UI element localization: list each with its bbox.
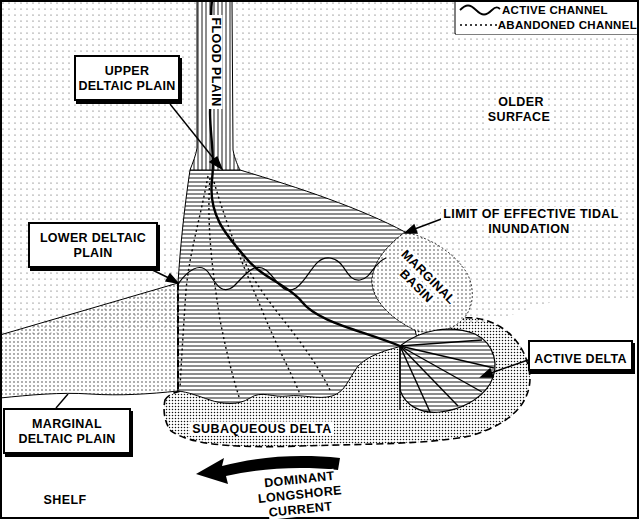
abandoned-channels: [180, 176, 330, 400]
callout-box: UPPER DELTAIC PLAIN: [74, 55, 180, 101]
active-channel: [210, 0, 400, 346]
leader-line: [56, 394, 68, 408]
region-label: SUBAQUEOUS DELTA: [177, 422, 347, 437]
distributary: [400, 346, 482, 392]
active-delta-ground: [400, 329, 495, 412]
label-text: SUBAQUEOUS DELTA: [190, 422, 333, 436]
callout-text: UPPER DELTAIC PLAIN: [76, 64, 178, 94]
legend-sample: [456, 19, 498, 31]
distributary: [400, 346, 494, 368]
leader-line: [488, 360, 528, 374]
leader-line: [170, 104, 218, 164]
active-delta-area: [400, 329, 495, 412]
distributary: [399, 346, 400, 410]
legend-ground: [456, 0, 639, 34]
label-text: OLDER SURFACE: [488, 95, 553, 124]
arrowhead: [481, 369, 493, 377]
legend-text: ACTIVE CHANNEL: [502, 4, 608, 16]
callout-box: LOWER DELTAIC PLAIN: [28, 222, 158, 268]
legend-row: ACTIVE CHANNEL: [456, 2, 637, 17]
callout-box: MARGINAL DELTAIC PLAIN: [3, 408, 131, 454]
flood-plain-ground: [190, 0, 240, 170]
active-channel-sample: [460, 5, 500, 14]
label-text: SHELF: [42, 493, 89, 507]
region-label: FLOOD PLAIN: [208, 7, 223, 117]
callout-text: ACTIVE DELTA: [534, 352, 627, 367]
label-text: LIMIT OF EFFECTIVE TIDAL INUNDATION: [441, 207, 619, 236]
flood-plain-area: [190, 0, 240, 170]
marginal-basin-ground: [372, 232, 472, 332]
distributary: [400, 340, 482, 346]
callout-text: LOWER DELTAIC PLAIN: [30, 231, 156, 261]
abandoned-channel: [240, 250, 330, 390]
boundary-label: LIMIT OF EFFECTIVE TIDAL INUNDATION: [435, 207, 625, 237]
marginal-basin-area: [372, 232, 472, 332]
leader-line: [412, 218, 444, 230]
abandoned-channel-sample: [460, 24, 498, 26]
distributary: [400, 346, 430, 412]
arrowhead: [405, 225, 417, 233]
label-text: DOMINANT LONGSHORE CURRENT: [257, 469, 342, 519]
active-delta-distributaries: [400, 340, 494, 412]
boundary-dashed-line: [177, 283, 179, 392]
legend-sample: [456, 4, 502, 16]
abandoned-channel: [180, 176, 208, 388]
marginal-deltaic-plain-area: [0, 283, 178, 398]
region-label: OLDER SURFACE: [480, 95, 560, 125]
legend-text: ABANDONED CHANNEL: [498, 19, 637, 31]
callout-box: ACTIVE DELTA: [528, 340, 633, 371]
region-label: SHELF: [30, 493, 100, 508]
label-text: FLOOD PLAIN: [209, 15, 223, 108]
callout-text: MARGINAL DELTAIC PLAIN: [5, 417, 129, 447]
arrowhead: [166, 274, 178, 283]
distributary: [400, 346, 458, 406]
arrowhead: [210, 157, 222, 169]
legend-row: ABANDONED CHANNEL: [456, 17, 637, 32]
legend: ACTIVE CHANNEL ABANDONED CHANNEL: [456, 2, 637, 32]
